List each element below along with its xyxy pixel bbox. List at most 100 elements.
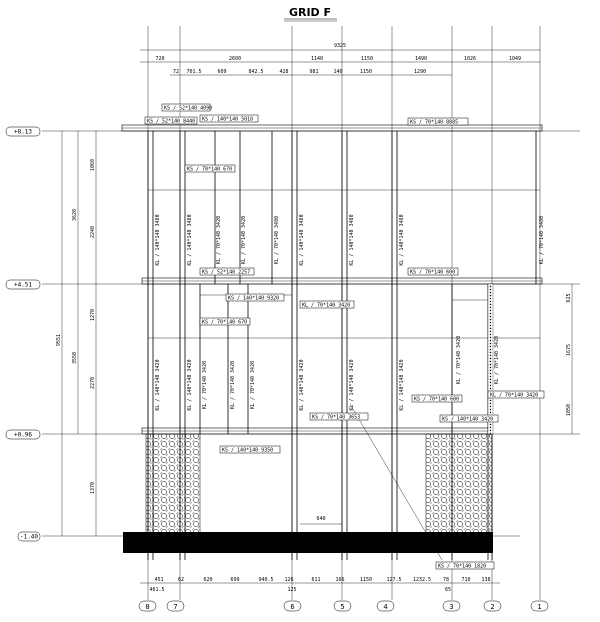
beam-label: KS / 52*140 2257	[202, 270, 250, 276]
dotted-column	[487, 283, 494, 435]
column-label: KL / 140*140 3420	[349, 359, 355, 410]
axis-bubble: 3	[442, 600, 461, 612]
column-label: KL / 140*140 3420	[187, 359, 193, 410]
stone-infill-left	[145, 433, 201, 537]
floor-beam-lower	[141, 427, 493, 435]
level-lines	[42, 130, 580, 537]
column-label: KL / 140*140 3420	[299, 359, 305, 410]
beam-label: KS / 70*140 600	[414, 397, 459, 403]
axis-label: 5	[340, 603, 344, 611]
top-dim-total: 9325	[334, 43, 346, 49]
column-label: KL / 140*140 3480	[399, 214, 405, 265]
column-label: KL / 70*140 3420	[494, 336, 500, 384]
axis-label: 7	[173, 603, 177, 611]
top-dimension-chain: 9325 720 2600 1140 1150 1490 1026 1049 7…	[140, 43, 540, 76]
bottom-dim: 65	[445, 587, 451, 593]
bottom-dim: 451	[154, 577, 163, 583]
right-dim: 625	[566, 293, 572, 302]
top-dim: 72	[173, 69, 179, 75]
left-dim: 2270	[90, 377, 96, 389]
top-dim: 1290	[414, 69, 426, 75]
left-dimension-chain: 1060 2240 1270 2270 3620 3550 1370 9551	[56, 131, 97, 536]
beam-label: KS / 70*140 8885	[410, 120, 458, 126]
top-dim: 428	[279, 69, 288, 75]
beam-label: KS / 70*140 1820	[438, 564, 486, 570]
beam-labels: KS / 52*140 4090 KS / 52*140 8440 KS / 1…	[144, 103, 545, 570]
axis-bubble: 8	[138, 600, 157, 612]
beam-label: KS / 140*140 3420	[442, 417, 493, 423]
left-dim: 1270	[90, 309, 96, 321]
axis-label: 8	[145, 603, 149, 611]
beam-label: KS / 70*140 670	[187, 167, 232, 173]
top-dim: 1140	[311, 56, 323, 62]
bottom-dim: 1150	[360, 577, 372, 583]
top-dim: 1026	[464, 56, 476, 62]
axis-label: 3	[449, 603, 453, 611]
bottom-dim: 126	[284, 577, 293, 583]
ground-slab	[123, 532, 493, 553]
beam-label: KS / 70*140 670	[202, 320, 247, 326]
right-dim: 1050	[566, 404, 572, 416]
top-dim: 1150	[361, 56, 373, 62]
column-label: KL / 70*140 3420	[202, 361, 208, 409]
column-label: KL / 140*140 3480	[299, 214, 305, 265]
axis-label: 6	[290, 603, 294, 611]
bottom-dim: 62	[178, 577, 184, 583]
mid-dimension: 640	[316, 516, 325, 522]
column-labels-upper: KL / 140*140 3480 KL / 140*140 3480 KL /…	[155, 214, 545, 265]
column-label: KL / 70*140 3420	[230, 361, 236, 409]
beam-label: KL / 70*140 3420	[302, 303, 350, 309]
top-dim: 609	[217, 69, 226, 75]
beam-label: KS / 52*140 4090	[164, 106, 212, 112]
top-dim: 1150	[360, 69, 372, 75]
column-label: KL / 70*140 3420	[216, 216, 222, 264]
axis-bubble: 5	[333, 600, 352, 612]
column-label: KL / 140*140 3480	[187, 214, 193, 265]
top-dim: 2600	[229, 56, 241, 62]
axis-bubble: 6	[283, 600, 302, 612]
column-label: KL / 70*140 3420	[241, 216, 247, 264]
bottom-dim: 611	[311, 577, 320, 583]
column-label: KL / 140*140 3420	[155, 359, 161, 410]
top-dim: 1490	[415, 56, 427, 62]
top-dim: 1049	[509, 56, 521, 62]
bottom-dim: 138	[481, 577, 490, 583]
level-label: +8.13	[14, 129, 32, 136]
right-dim: 1675	[566, 344, 572, 356]
columns-upper	[147, 131, 537, 284]
column-labels-lower: KL / 140*140 3420 KL / 140*140 3420 KL /…	[155, 336, 500, 411]
level-label: +4.51	[14, 282, 32, 289]
axis-bubble: 1	[530, 600, 549, 612]
level-label: +0.96	[14, 432, 32, 439]
level-tag: +0.96	[5, 429, 41, 440]
column-label: KL / 70*140 3420	[456, 336, 462, 384]
level-tag: +8.13	[5, 126, 41, 137]
roof-beam	[121, 124, 543, 132]
bottom-dim: 940.5	[258, 577, 273, 583]
beam-label: KS / 140*140 5010	[202, 117, 253, 123]
axis-label: 1	[537, 603, 541, 611]
bottom-dim: 710	[461, 577, 470, 583]
left-dim: 3620	[72, 209, 78, 221]
bottom-dim: 461.5	[149, 587, 164, 593]
top-dim: 720	[155, 56, 164, 62]
beam-label: KS / 70*140 600	[410, 270, 455, 276]
level-tag: -1.40	[17, 531, 41, 542]
axis-bubble: 4	[376, 600, 395, 612]
beam-label: KS / 140*140 9350	[222, 448, 273, 454]
bottom-dim: 166	[335, 577, 344, 583]
axis-bubble: 2	[483, 600, 502, 612]
axis-label: 2	[490, 603, 494, 611]
top-dim: 981	[309, 69, 318, 75]
stone-infill-right	[425, 433, 493, 537]
column-label: KL / 70*140 3420	[250, 361, 256, 409]
bottom-dim: 1232.5	[413, 577, 431, 583]
left-dim: 1370	[90, 482, 96, 494]
level-tag: +4.51	[5, 279, 41, 290]
left-dim: 2240	[90, 226, 96, 238]
axis-bubble: 7	[166, 600, 185, 612]
top-dim: 842.5	[248, 69, 263, 75]
beam-label: KS / 140*140 9320	[228, 296, 279, 302]
column-label: KL / 70*140 3480	[274, 216, 280, 264]
